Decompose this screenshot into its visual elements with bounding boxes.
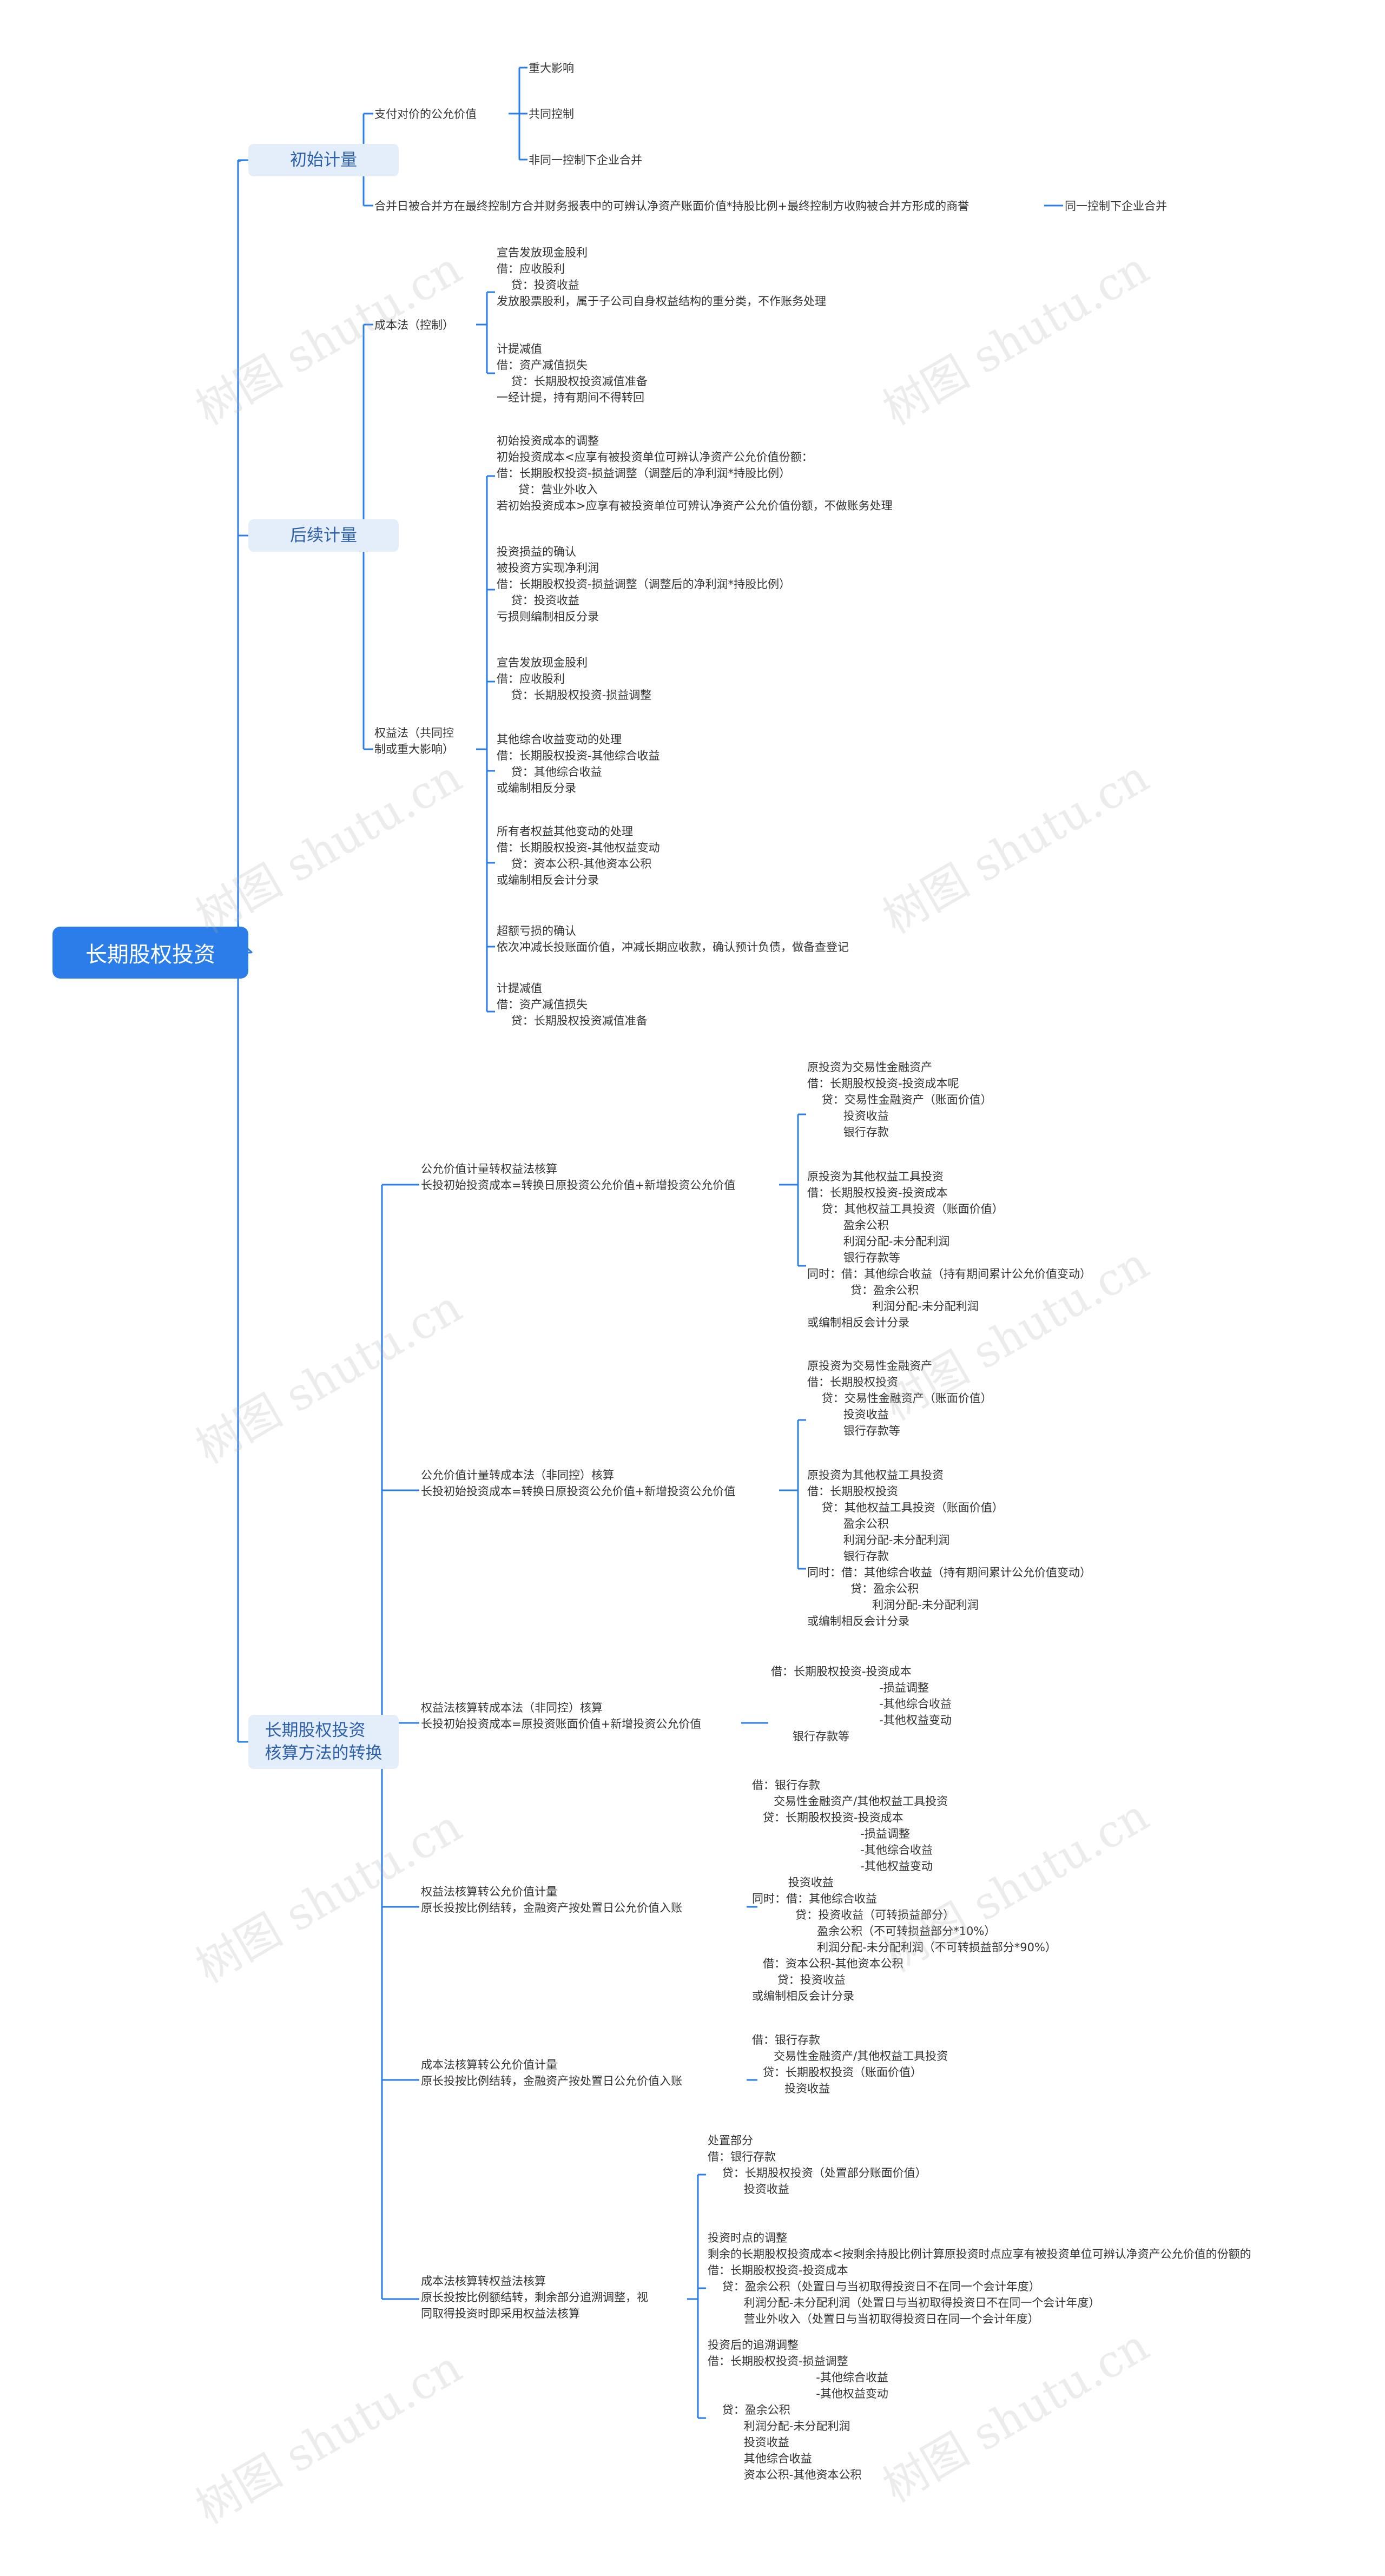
root-node[interactable]: 长期股权投资 [52, 927, 248, 979]
node-cost-to-fv-entry[interactable]: 借：银行存款 交易性金融资产/其他权益工具投资 贷：长期股权投资（账面价值） 投… [752, 2033, 948, 2095]
node-eq-other-equity[interactable]: 所有者权益其他变动的处理 借：长期股权投资-其他权益变动 贷：资本公积-其他资本… [497, 825, 660, 887]
node-cost-dividend[interactable]: 宣告发放现金股利 借：应收股利 贷：投资收益 发放股票股利，属于子公司自身权益结… [497, 246, 826, 308]
node-fv-to-equity-oeq[interactable]: 原投资为其他权益工具投资 借：长期股权投资-投资成本 贷：其他权益工具投资（账面… [807, 1170, 1091, 1329]
node-eq-profit[interactable]: 投资损益的确认 被投资方实现净利润 借：长期股权投资-损益调整（调整后的净利润*… [497, 545, 791, 623]
node-equity-to-fv-entry[interactable]: 借：银行存款 交易性金融资产/其他权益工具投资 贷：长期股权投资-投资成本 -损… [752, 1779, 1057, 2003]
node-eq-impairment[interactable]: 计提减值 借：资产减值损失 贷：长期股权投资减值准备 [497, 982, 648, 1027]
node-cost-impairment[interactable]: 计提减值 借：资产减值损失 贷：长期股权投资减值准备 一经计提，持有期间不得转回 [497, 342, 648, 404]
node-common-control[interactable]: 同一控制下企业合并 [1065, 200, 1167, 213]
node-equity-to-fv[interactable]: 权益法核算转公允价值计量 原长投按比例结转，金融资产按处置日公允价值入账 [421, 1885, 682, 1914]
node-eq-initial-adjust[interactable]: 初始投资成本的调整 初始投资成本<应享有被投资单位可辨认净资产公允价值份额： 借… [497, 434, 893, 512]
branch-subsequent[interactable]: 后续计量 [248, 519, 399, 552]
node-eq-dividend[interactable]: 宣告发放现金股利 借：应收股利 贷：长期股权投资-损益调整 [497, 656, 652, 702]
branch-initial[interactable]: 初始计量 [248, 144, 399, 176]
node-joint-control[interactable]: 共同控制 [529, 108, 574, 121]
node-equity-to-cost-entry[interactable]: 借：长期股权投资-投资成本 -损益调整 -其他综合收益 -其他权益变动 银行存款… [771, 1665, 952, 1743]
node-fv-to-cost-tfa[interactable]: 原投资为交易性金融资产 借：长期股权投资 贷：交易性金融资产（账面价值） 投资收… [807, 1359, 992, 1437]
node-eq-excess-loss[interactable]: 超额亏损的确认 依次冲减长投账面价值，冲减长期应收款，确认预计负债，做备查登记 [497, 924, 849, 954]
node-significant-influence[interactable]: 重大影响 [529, 62, 574, 75]
node-cost-to-equity-adjust[interactable]: 投资时点的调整 剩余的长期股权投资成本<按剩余持股比例计算原投资时点应享有被投资… [708, 2231, 1251, 2326]
branch-conversion[interactable]: 长期股权投资 核算方法的转换 [248, 1715, 399, 1769]
node-fv-to-equity-tfa[interactable]: 原投资为交易性金融资产 借：长期股权投资-投资成本呢 贷：交易性金融资产（账面价… [807, 1061, 992, 1139]
node-fv-to-cost-oeq[interactable]: 原投资为其他权益工具投资 借：长期股权投资 贷：其他权益工具投资（账面价值） 盈… [807, 1469, 1091, 1628]
node-cost-to-fv[interactable]: 成本法核算转公允价值计量 原长投按比例结转，金融资产按处置日公允价值入账 [421, 2058, 682, 2088]
node-fv-to-cost[interactable]: 公允价值计量转成本法（非同控）核算 长投初始投资成本=转换日原投资公允价值+新增… [421, 1469, 736, 1498]
node-cost-to-equity-after[interactable]: 投资后的追溯调整 借：长期股权投资-损益调整 -其他综合收益 -其他权益变动 贷… [708, 2339, 888, 2481]
node-cost-to-equity[interactable]: 成本法核算转权益法核算 原长投按比例额结转，剩余部分追溯调整，视 同取得投资时即… [421, 2275, 648, 2320]
node-common-control-rule[interactable]: 合并日被合并方在最终控制方合并财务报表中的可辨认净资产账面价值*持股比例+最终控… [374, 200, 970, 213]
node-non-common-control[interactable]: 非同一控制下企业合并 [529, 154, 642, 167]
node-cost-to-equity-disposal[interactable]: 处置部分 借：银行存款 贷：长期股权投资（处置部分账面价值） 投资收益 [708, 2134, 927, 2196]
node-cost-method[interactable]: 成本法（控制） [374, 319, 454, 332]
node-equity-method[interactable]: 权益法（共同控 制或重大影响） [374, 726, 454, 756]
node-consideration[interactable]: 支付对价的公允价值 [374, 108, 477, 121]
node-fv-to-equity[interactable]: 公允价值计量转权益法核算 长投初始投资成本=转换日原投资公允价值+新增投资公允价… [421, 1162, 736, 1192]
node-eq-oci[interactable]: 其他综合收益变动的处理 借：长期股权投资-其他综合收益 贷：其他综合收益 或编制… [497, 733, 660, 795]
node-equity-to-cost[interactable]: 权益法核算转成本法（非同控）核算 长投初始投资成本=原投资账面价值+新增投资公允… [421, 1701, 702, 1730]
